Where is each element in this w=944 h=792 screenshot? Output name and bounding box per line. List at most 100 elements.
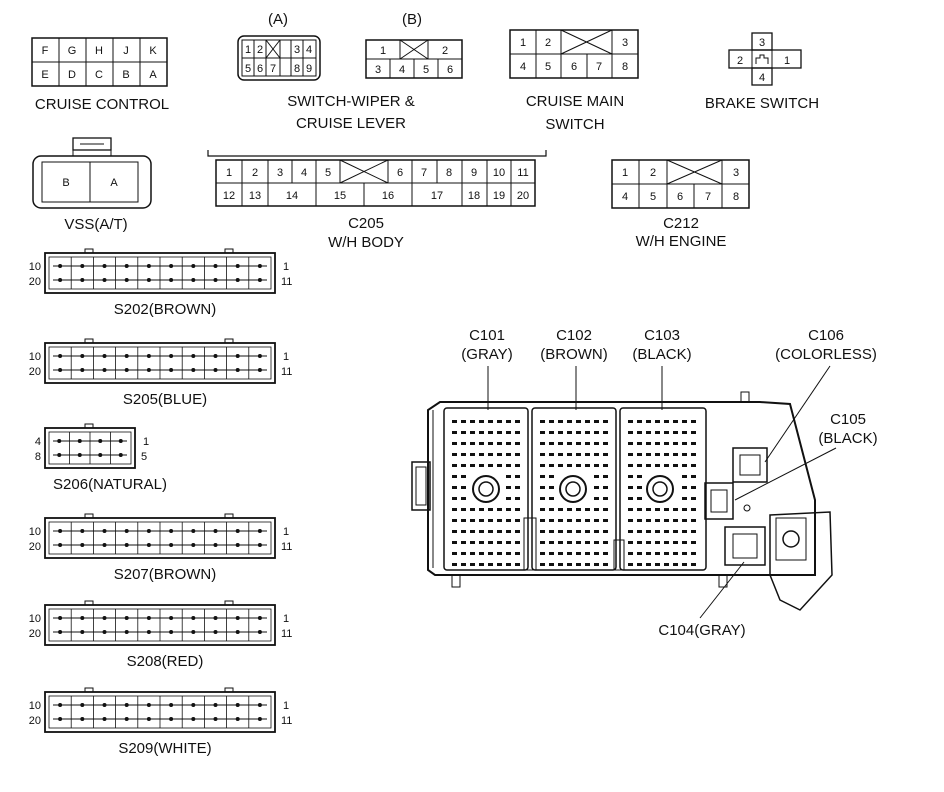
ecm-pin (497, 464, 502, 467)
ecm-pin (488, 508, 493, 511)
pin-label: A (110, 177, 118, 189)
ecm-pin (470, 453, 475, 456)
splice-pin-label: 10 (29, 613, 41, 625)
pin-label: 2 (737, 55, 743, 67)
c104-connector (724, 526, 766, 566)
pin-label: 4 (301, 167, 307, 179)
ecm-pin (470, 508, 475, 511)
ecm-pin (628, 508, 633, 511)
ecm-pin (515, 431, 520, 434)
ecm-pin (576, 530, 581, 533)
ecm-pin (549, 530, 554, 533)
ecm-pin (664, 552, 669, 555)
pin-label: 6 (447, 64, 453, 76)
ecm-pin (452, 563, 457, 566)
ecm-pin (682, 464, 687, 467)
ecm-pin (691, 552, 696, 555)
splice-pin-label: 20 (29, 715, 41, 727)
ecm-pin (603, 563, 608, 566)
ecm-pin (470, 563, 475, 566)
splice-connectors: 1020111S202(BROWN)1020111S205(BLUE)4815S… (29, 248, 292, 757)
ecm-pin (540, 442, 545, 445)
ecm-pin (461, 464, 466, 467)
ecm-pin (452, 497, 457, 500)
ecm-pin (549, 519, 554, 522)
ecm-pin (567, 552, 572, 555)
pin-label: 19 (493, 190, 505, 202)
ecm-pin (628, 541, 633, 544)
ecm-pin (540, 486, 545, 489)
c105-connector (704, 482, 734, 520)
ecm-pin (540, 431, 545, 434)
ecm-pin (479, 453, 484, 456)
pin-label: 9 (306, 63, 312, 75)
ecm-pin (567, 519, 572, 522)
ecm-pin (558, 464, 563, 467)
ecm-pin (673, 442, 678, 445)
ecm-pin (576, 453, 581, 456)
ecm-pin (558, 453, 563, 456)
ecm-pin (691, 464, 696, 467)
connector-a-label: (A) (268, 11, 288, 28)
ecm-pin (646, 552, 651, 555)
c106-label-2: (COLORLESS) (775, 346, 877, 363)
c105-label-1: C105 (830, 411, 866, 428)
ecm-pin (637, 508, 642, 511)
ecm-pin (594, 475, 599, 478)
ecm-pin (673, 563, 678, 566)
pin-label: 9 (471, 167, 477, 179)
pin-label: 13 (249, 190, 261, 202)
ecm-pin (673, 508, 678, 511)
ecm-pin (673, 420, 678, 423)
ecm-pin (664, 530, 669, 533)
ecm-pin (488, 464, 493, 467)
c105-label-2: (BLACK) (818, 430, 877, 447)
ecm-pin (585, 552, 590, 555)
c205-title-2: W/H BODY (328, 234, 404, 251)
ecm-pin (567, 541, 572, 544)
ecm-pin (673, 541, 678, 544)
ecm-pin (452, 453, 457, 456)
ecm-pin (558, 530, 563, 533)
ecm-pin (461, 541, 466, 544)
pin-label: B (122, 69, 129, 81)
ecm-pin (497, 420, 502, 423)
ecm-pin (603, 486, 608, 489)
ecm-pin (497, 453, 502, 456)
switch-wiper-title-2: CRUISE LEVER (296, 115, 406, 132)
ecm-pin (488, 552, 493, 555)
ecm-pin (682, 530, 687, 533)
ecm-pin (497, 552, 502, 555)
splice-pin-label: 11 (281, 715, 292, 727)
ecm-pin (461, 519, 466, 522)
splice-title: S202(BROWN) (114, 301, 217, 318)
c103-label-1: C103 (644, 327, 680, 344)
pin-label: H (95, 45, 103, 57)
ecm-pin (603, 420, 608, 423)
pin-label: 8 (733, 191, 739, 203)
ecm-pin (682, 431, 687, 434)
ecm-pin (664, 453, 669, 456)
ecm-pin (567, 453, 572, 456)
pin-label: D (68, 69, 76, 81)
ecm-pin (567, 563, 572, 566)
ecm-pin (664, 541, 669, 544)
ecm-pin (558, 563, 563, 566)
pin-label: 2 (545, 37, 551, 49)
ecm-pin (655, 420, 660, 423)
ecm-pin-grid (452, 420, 696, 566)
pin-label: 2 (252, 167, 258, 179)
ecm-pin (655, 563, 660, 566)
pin-label: 4 (520, 61, 526, 73)
ecm-pin (691, 475, 696, 478)
ecm-pin (576, 420, 581, 423)
ecm-pin (452, 475, 457, 478)
pin-label: 20 (517, 190, 529, 202)
c103-label-2: (BLACK) (632, 346, 691, 363)
ecm-pin (479, 563, 484, 566)
vss-connector: B A VSS(A/T) (32, 137, 152, 233)
cruise-control-title: CRUISE CONTROL (35, 96, 169, 113)
ecm-pin (576, 508, 581, 511)
ecm-pin (506, 497, 511, 500)
